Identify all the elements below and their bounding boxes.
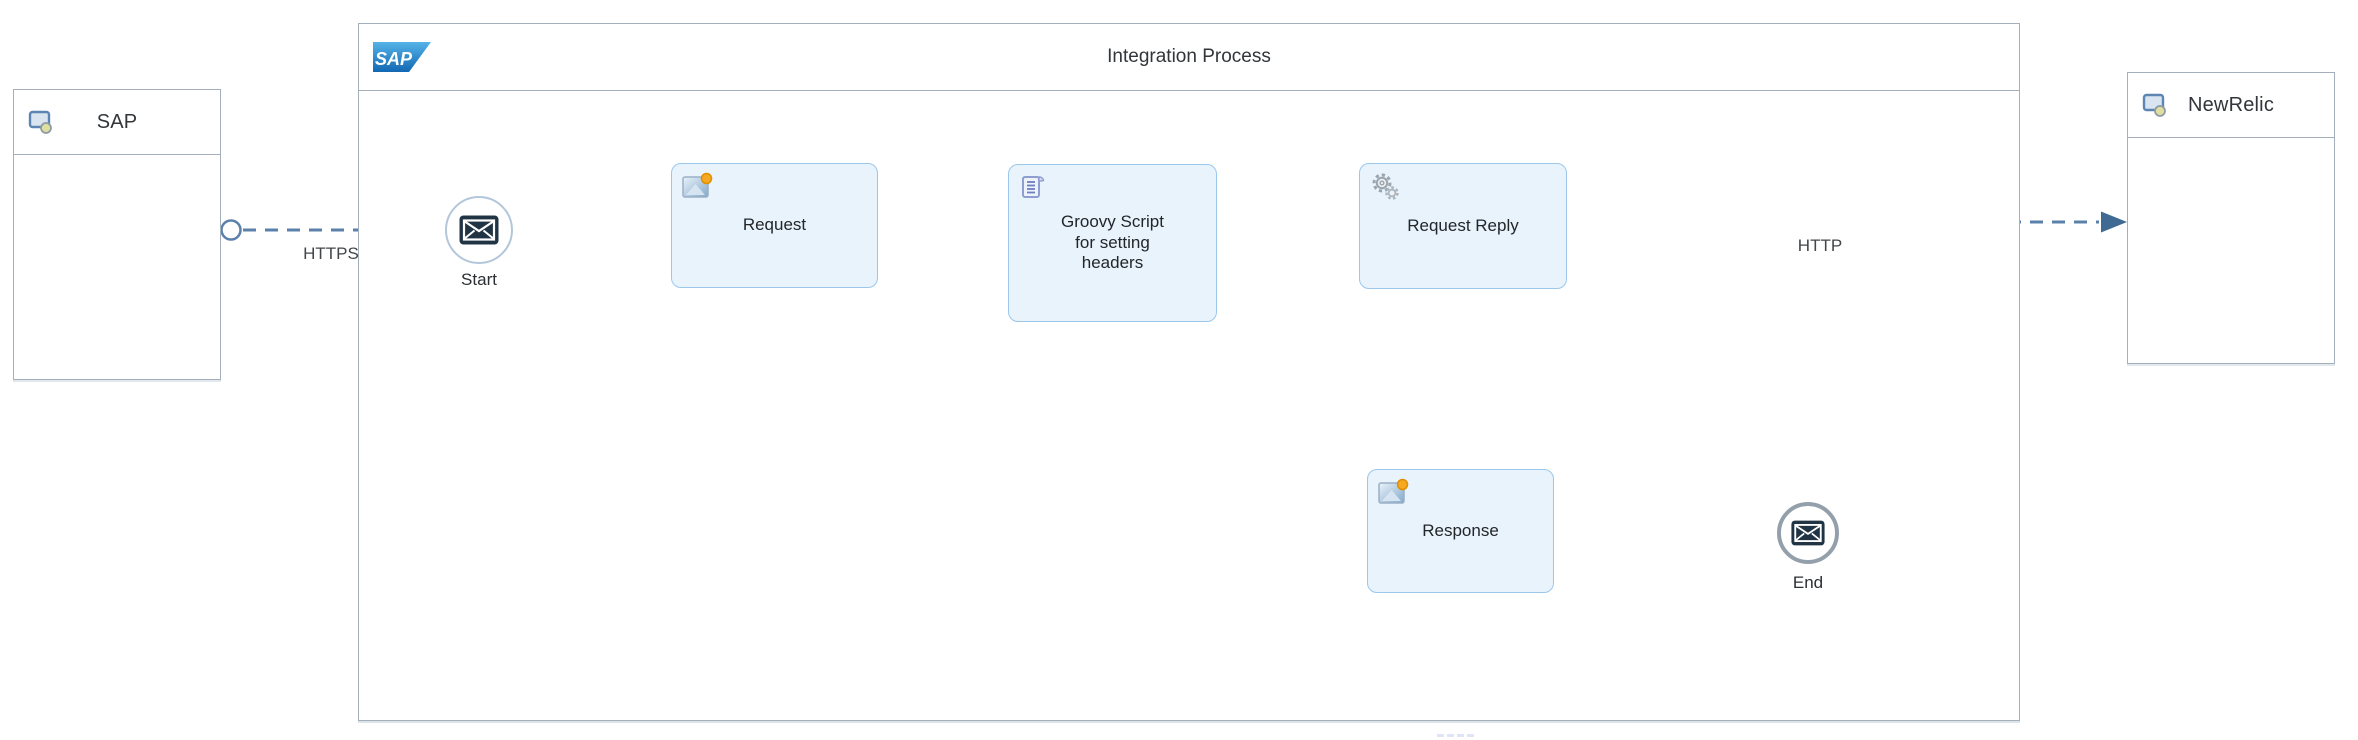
activity-request[interactable]: Request — [671, 163, 878, 288]
activity-label: Response — [1422, 520, 1499, 540]
integration-process-pool[interactable]: SAP Integration Process — [358, 23, 2020, 721]
participant-label: SAP — [96, 110, 138, 133]
ellipsis-dots — [1437, 734, 1474, 737]
participant-system-icon — [2142, 93, 2166, 117]
start-event-label: Start — [461, 270, 497, 289]
participant-receiver-newrelic[interactable]: NewRelic — [2127, 72, 2335, 364]
content-modifier-icon — [682, 172, 713, 198]
activity-label: Request — [742, 215, 807, 235]
envelope-icon — [459, 215, 499, 245]
participant-header: SAP — [14, 90, 220, 155]
script-icon — [1022, 176, 1045, 198]
message-flow-source-circle — [220, 219, 242, 241]
activity-label: Request Reply — [1407, 215, 1519, 235]
end-event[interactable] — [1777, 502, 1839, 564]
participant-label: NewRelic — [2187, 93, 2275, 116]
arrowhead-icon — [2101, 211, 2127, 233]
participant-sender-sap[interactable]: SAP — [13, 89, 221, 380]
process-title: Integration Process — [1107, 46, 1271, 67]
end-event-label: End — [1792, 573, 1824, 592]
start-event[interactable] — [445, 196, 513, 264]
activity-groovy-script[interactable]: Groovy Script for setting headers — [1008, 164, 1217, 322]
gears-icon — [1372, 173, 1399, 200]
activity-response[interactable]: Response — [1367, 469, 1554, 593]
activity-label-line: for setting — [1075, 232, 1150, 252]
message-flow-label-https: HTTPS — [303, 244, 359, 263]
activity-label-line: headers — [1081, 253, 1144, 273]
activity-label: Groovy Script for setting headers — [1061, 212, 1164, 274]
process-header: SAP Integration Process — [359, 24, 2019, 91]
envelope-icon — [1791, 520, 1825, 546]
activity-label-line: Groovy Script — [1061, 211, 1164, 231]
sap-logo: SAP — [373, 42, 431, 72]
participant-header: NewRelic — [2128, 73, 2334, 138]
message-flow-label-http: HTTP — [1797, 236, 1843, 255]
participant-system-icon — [28, 110, 52, 134]
activity-request-reply[interactable]: Request Reply — [1359, 163, 1567, 289]
sap-logo-text: SAP — [375, 49, 413, 69]
content-modifier-icon — [1378, 478, 1409, 504]
